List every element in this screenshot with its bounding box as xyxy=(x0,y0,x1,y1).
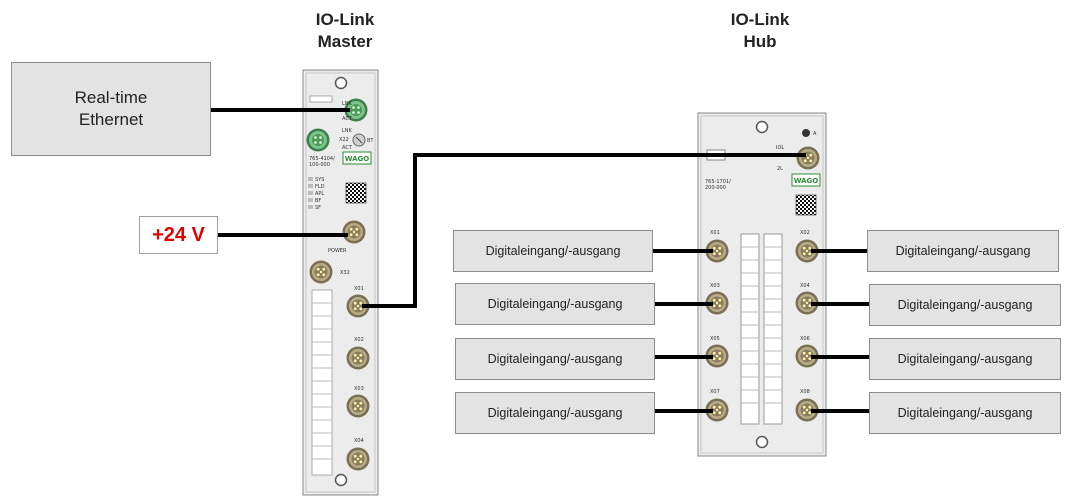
hub-port-label-x04: X04 xyxy=(800,283,810,289)
power-24v-label: +24 V xyxy=(139,216,218,254)
master-model-line2: 100-000 xyxy=(309,162,330,168)
power-connector-icon xyxy=(342,220,366,244)
led-fld: FLD xyxy=(315,184,325,190)
x32-connector-icon xyxy=(309,260,333,284)
wires xyxy=(211,108,869,413)
qr-code-icon xyxy=(345,182,367,204)
io-box-x02: Digitaleingang/-ausgang xyxy=(867,230,1059,272)
master-port-x03-icon xyxy=(346,394,370,418)
hub-a-label: A xyxy=(813,131,817,137)
hub-iol-label: IOL xyxy=(776,145,784,151)
io-link-master-device: LNK ACT LNK X22 ACT BT 765-4104/ 100-000… xyxy=(302,69,379,496)
hub-mount-hole-icon xyxy=(755,120,769,134)
act-label-2: ACT xyxy=(342,145,353,151)
hub-wago-logo-icon xyxy=(791,173,821,187)
master-port-label-x04: X04 xyxy=(354,438,364,444)
master-title: IO-Link Master xyxy=(315,10,375,51)
hub-port-label-x03: X03 xyxy=(710,283,720,289)
io-box-x08: Digitaleingang/-ausgang xyxy=(869,392,1061,434)
mount-hole-icon xyxy=(334,473,348,487)
hub-port-label-x06: X06 xyxy=(800,336,810,342)
led-bf: BF xyxy=(315,198,321,204)
io-box-x05: Digitaleingang/-ausgang xyxy=(455,338,655,380)
wire-iolink-master-hub xyxy=(362,153,806,308)
master-port-label-x03: X03 xyxy=(354,386,364,392)
hub-port-label-x05: X05 xyxy=(710,336,720,342)
wago-logo-icon xyxy=(342,151,372,165)
hub-model-line2: 200-000 xyxy=(705,185,726,191)
io-link-hub-device: A IOL 2L 765-1701/ 200-000 WAGO X01 X02 … xyxy=(697,112,827,457)
lnk-label: LNK xyxy=(342,101,353,107)
hub-port-label-x01: X01 xyxy=(710,230,720,236)
hub-model-line1: 765-1701/ xyxy=(705,179,731,185)
mount-hole-icon xyxy=(334,76,348,90)
master-model-line1: 765-4104/ xyxy=(309,156,335,162)
io-box-x03: Digitaleingang/-ausgang xyxy=(455,283,655,325)
master-port-x02-icon xyxy=(346,346,370,370)
led-sys: SYS xyxy=(315,177,324,183)
led-apl: APL xyxy=(315,191,324,197)
hub-brand: WAGO xyxy=(794,177,819,185)
master-port-label-x01: X01 xyxy=(354,286,364,292)
bt-label: BT xyxy=(367,138,374,144)
hub-qr-code-icon xyxy=(795,194,817,216)
io-box-x04: Digitaleingang/-ausgang xyxy=(869,284,1061,326)
ethernet-port-x22-icon xyxy=(306,128,330,152)
master-brand: WAGO xyxy=(345,155,370,163)
hub-port-label-x02: X02 xyxy=(800,230,810,236)
lnk-label-2: LNK xyxy=(342,128,353,134)
hub-iol-port-icon xyxy=(796,146,820,170)
hub-port-label-x08: X08 xyxy=(800,389,810,395)
hub-a-indicator-icon xyxy=(802,129,810,137)
io-box-x06: Digitaleingang/-ausgang xyxy=(869,338,1061,380)
hub-2l-label: 2L xyxy=(777,166,783,172)
hub-title: IO-Link Hub xyxy=(730,10,790,51)
status-leds: SYS FLD APL BF SF xyxy=(308,177,325,211)
ethernet-box: Real-time Ethernet xyxy=(11,62,211,156)
led-sf: SF xyxy=(315,205,321,211)
hub-port-label-x07: X07 xyxy=(710,389,720,395)
master-port-label-x02: X02 xyxy=(354,337,364,343)
x32-label: X32 xyxy=(340,270,350,276)
io-box-x07: Digitaleingang/-ausgang xyxy=(455,392,655,434)
hub-mount-hole-icon xyxy=(755,435,769,449)
x22-label: X22 xyxy=(339,137,349,143)
hub-marking-strips xyxy=(740,233,783,425)
marking-strip xyxy=(311,289,333,476)
power-text: POWER xyxy=(328,248,347,254)
io-box-x01: Digitaleingang/-ausgang xyxy=(453,230,653,272)
act-label: ACT xyxy=(342,116,353,122)
master-port-x04-icon xyxy=(346,447,370,471)
